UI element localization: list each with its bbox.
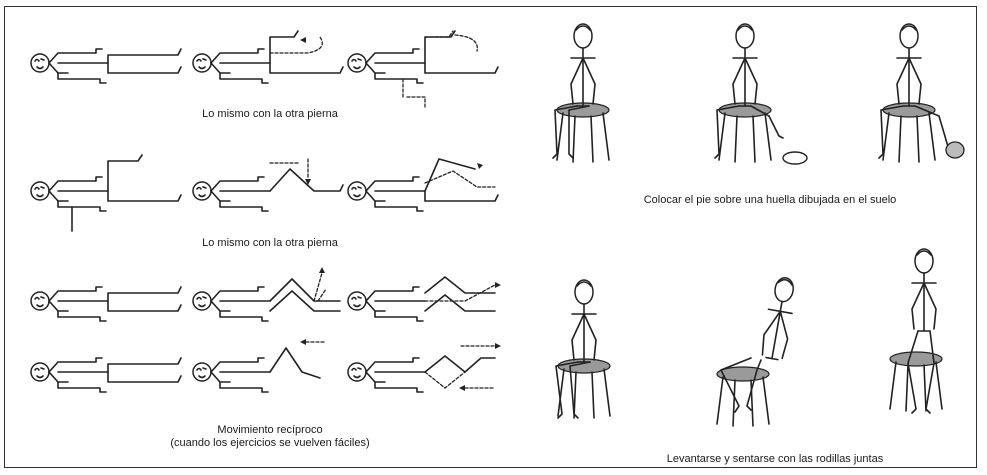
seated-figure-4 <box>555 279 611 419</box>
caption-left-row2: Lo mismo con la otra pierna <box>202 237 338 249</box>
lying-figure-r1-a <box>30 48 182 84</box>
caption-left-row3-line2: (cuando los ejercicios se vuelven fácile… <box>170 437 370 449</box>
lying-figure-r4-a <box>30 357 182 393</box>
lying-figure-r4-b <box>192 339 327 393</box>
seated-figure-1 <box>552 23 610 163</box>
seated-figure-3 <box>878 23 965 163</box>
lying-figure-r4-c <box>347 343 501 393</box>
lying-figure-r3-a <box>30 286 182 322</box>
lying-figure-r1-b <box>192 30 344 84</box>
lying-figure-r3-b <box>192 267 341 322</box>
rising-figure-5 <box>716 274 799 427</box>
figure-border <box>4 6 977 468</box>
rising-figure-6 <box>889 248 943 414</box>
caption-right-row1: Colocar el pie sobre una huella dibujada… <box>643 194 897 206</box>
caption-left-row3-line1: Movimiento recíproco <box>217 424 323 436</box>
lying-figure-r1-c <box>347 30 499 108</box>
lying-figure-r2-a <box>30 154 182 232</box>
seated-figure-2 <box>714 23 808 165</box>
lying-figure-r3-c <box>347 276 501 322</box>
lying-figure-r2-b <box>192 158 344 212</box>
caption-left-row1: Lo mismo con la otra pierna <box>202 108 338 120</box>
caption-right-row2: Levantarse y sentarse con las rodillas j… <box>666 453 884 465</box>
lying-figure-r2-c <box>347 158 499 212</box>
